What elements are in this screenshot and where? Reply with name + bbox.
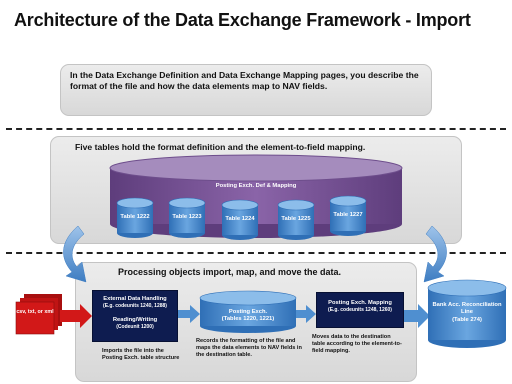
page-title: Architecture of the Data Exchange Framew… bbox=[14, 10, 471, 30]
external-handling-title: External Data Handling bbox=[103, 296, 167, 302]
destination-sub: (Table 274) bbox=[452, 317, 482, 323]
external-handling-description: Imports the file into the Posting Exch. … bbox=[102, 348, 180, 361]
bank-acc-reconciliation-cylinder bbox=[427, 279, 507, 348]
divider-top bbox=[6, 128, 506, 130]
posting-exch-def-label: Posting Exch. Def & Mapping bbox=[215, 183, 297, 189]
tables-section-heading: Five tables hold the format definition a… bbox=[75, 142, 366, 152]
table-label-1: Table 1222 bbox=[120, 214, 150, 220]
external-handling-sub: (E.g. codeunits 1240, 1288) bbox=[103, 303, 167, 309]
posting-exch-mapping-box: Posting Exch. Mapping (E.g. codeunits 12… bbox=[316, 292, 404, 328]
intro-box bbox=[60, 64, 432, 116]
arrow-files-to-handling bbox=[60, 304, 92, 328]
source-files-icon bbox=[15, 294, 62, 335]
posting-exch-title: Posting Exch. bbox=[228, 309, 268, 315]
table-cylinder-4 bbox=[277, 199, 315, 240]
reading-writing-sub: (Codeunit 1200) bbox=[116, 324, 154, 330]
source-files-label: csv, txt, or xml bbox=[16, 309, 54, 315]
curved-arrow-left bbox=[63, 225, 87, 283]
reading-writing-title: Reading/Writing bbox=[112, 317, 158, 323]
mapping-title: Posting Exch. Mapping bbox=[328, 300, 392, 306]
posting-exch-description: Records the formatting of the file and m… bbox=[196, 338, 302, 358]
table-label-4: Table 1225 bbox=[281, 216, 311, 222]
table-label-3: Table 1224 bbox=[225, 216, 255, 222]
arrow-handling-to-posting bbox=[178, 305, 200, 323]
table-cylinder-3 bbox=[221, 199, 259, 240]
mapping-description: Moves data to the destination table acco… bbox=[312, 334, 402, 354]
divider-bottom bbox=[6, 252, 506, 254]
posting-exch-sub: (Tables 1220, 1221) bbox=[221, 316, 275, 322]
table-cylinder-5 bbox=[329, 195, 367, 236]
destination-title: Bank Acc. Reconciliation Line bbox=[432, 302, 502, 315]
mapping-sub: (E.g. codeunits 1248, 1260) bbox=[328, 307, 392, 313]
processing-section-heading: Processing objects import, map, and move… bbox=[118, 267, 342, 277]
external-data-handling-box: External Data Handling (E.g. codeunits 1… bbox=[92, 290, 178, 342]
table-cylinder-1 bbox=[116, 197, 154, 238]
curved-arrow-right bbox=[423, 225, 447, 283]
table-cylinder-2 bbox=[168, 197, 206, 238]
table-label-5: Table 1227 bbox=[333, 212, 363, 218]
table-label-2: Table 1223 bbox=[172, 214, 202, 220]
arrow-posting-to-mapping bbox=[296, 305, 316, 323]
posting-exch-cylinder bbox=[199, 290, 297, 333]
arrow-mapping-to-destination bbox=[404, 304, 430, 328]
intro-text: In the Data Exchange Definition and Data… bbox=[70, 70, 419, 91]
